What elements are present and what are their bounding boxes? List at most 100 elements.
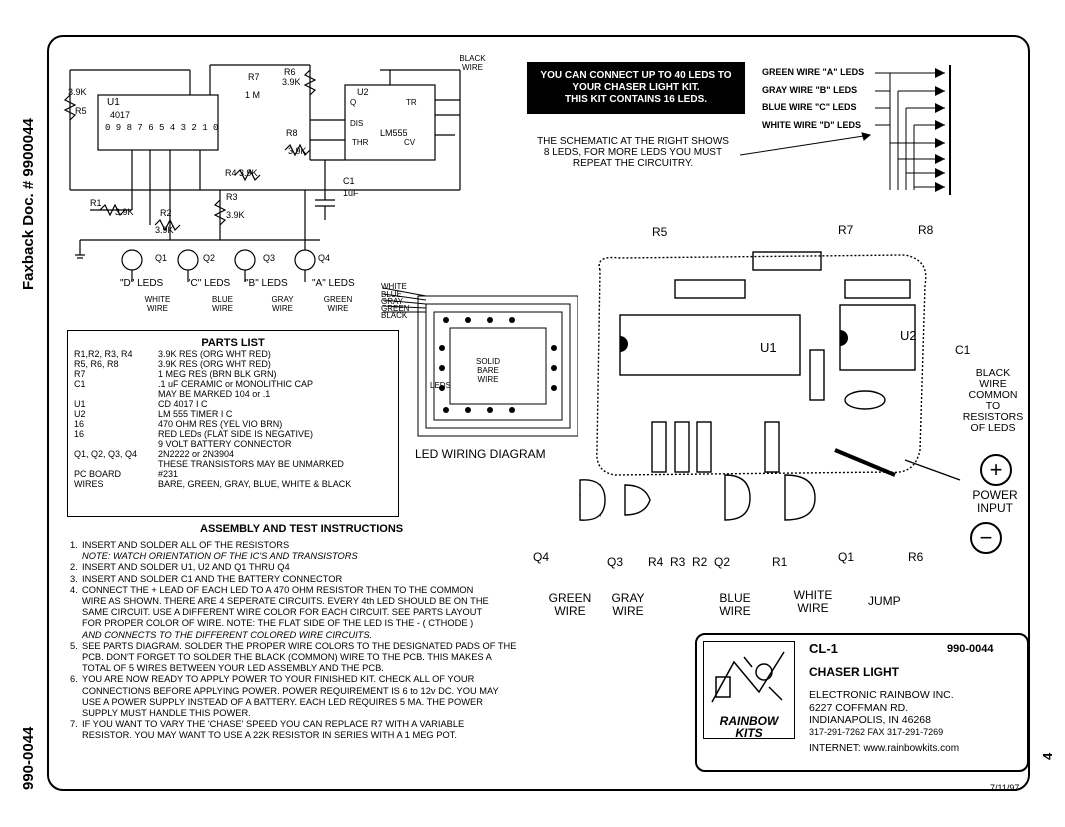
parts-row: U2 LM 555 TIMER I C (68, 409, 398, 419)
instruction-line: 7. IF YOU WANT TO VARY THE 'CHASE' SPEED … (70, 719, 560, 730)
parts-row: U1 CD 4017 I C (68, 399, 398, 409)
part-description: 3.9K RES (ORG WHT RED) (158, 359, 271, 369)
logo-line: KITS (735, 726, 763, 740)
part-designator: U1 (74, 399, 86, 409)
note-line: THE SCHEMATIC AT THE RIGHT SHOWS (537, 136, 729, 147)
parts-row: 9 VOLT BATTERY CONNECTOR (68, 439, 398, 449)
instruction-text: INSERT AND SOLDER C1 AND THE BATTERY CON… (82, 573, 343, 584)
instruction-number: 2. (70, 562, 78, 573)
part-description: .1 uF CERAMIC or MONOLITHIC CAP (158, 379, 314, 389)
doc-number-side: 990-0044 (20, 726, 37, 790)
plus-terminal: + (980, 454, 1012, 486)
instruction-line: 5.SEE PARTS DIAGRAM. SOLDER THE PROPER W… (70, 641, 560, 652)
parts-row: 16 RED LEDs (FLAT SIDE IS NEGATIVE) (68, 429, 398, 439)
part-designator: 16 (74, 429, 85, 439)
instruction-text: INSERT AND SOLDER ALL OF THE RESISTORS (82, 540, 290, 550)
logo-drawing-icon (711, 651, 785, 703)
instruction-number: 5. (70, 640, 78, 651)
instruction-line: FOR PROPER COLOR OF WIRE. NOTE: THE FLAT… (70, 618, 560, 629)
address-line-1: 6227 COFFMAN RD. (809, 702, 909, 714)
pcb-r2: R2 (692, 555, 708, 569)
instruction-line: RESISTOR. YOU MAY WANT TO USE A 22K RESI… (70, 730, 560, 741)
part-designator (68, 459, 158, 469)
pin-cv: CV (404, 138, 416, 147)
part-designator: U2 (74, 409, 86, 419)
part-description: 9 VOLT BATTERY CONNECTOR (158, 439, 292, 449)
page-border (47, 35, 1030, 791)
led-capacity-notice: YOU CAN CONNECT UP TO 40 LEDS TO YOUR CH… (527, 62, 745, 114)
instruction-number: 1. (70, 540, 78, 550)
schematic-note: THE SCHEMATIC AT THE RIGHT SHOWS 8 LEDS,… (528, 136, 738, 169)
power-input: POWER INPUT (972, 488, 1018, 515)
faxback-label: Faxback Doc. # 9900044 (20, 118, 37, 290)
logo-line: RAINBOW (719, 714, 779, 728)
instruction-line: 6.YOU ARE NOW READY TO APPLY POWER TO YO… (70, 674, 560, 685)
part-description: CD 4017 I C (158, 399, 208, 409)
led-input-green: GREEN (381, 304, 410, 313)
black-wire-common: BLACK WIRE COMMON TO RESISTORS OF LEDS (962, 367, 1024, 434)
pcb-r5: R5 (652, 225, 668, 239)
assembly-instructions: 1. INSERT AND SOLDER ALL OF THE RESISTORS… (70, 540, 560, 742)
black-wire-label: BLACK WIRE (459, 54, 486, 72)
q2-label: Q2 (203, 253, 216, 263)
part-designator: 16 (74, 419, 85, 429)
instruction-text: PCB. DON'T FORGET TO SOLDER THE BLACK (C… (82, 652, 492, 663)
r1-value: 3.9K (115, 207, 134, 217)
part-designator: R7 (74, 369, 86, 379)
notice-line: YOUR CHASER LIGHT KIT. (572, 82, 700, 93)
part-description: THESE TRANSISTORS MAY BE UNMARKED (158, 459, 344, 469)
part-designator: PC BOARD (74, 469, 122, 479)
rainbow-kits-logo (703, 641, 795, 739)
instruction-text: IF YOU WANT TO VARY THE 'CHASE' SPEED YO… (82, 719, 465, 730)
r1-label: R1 (90, 198, 102, 208)
instruction-line: 1. INSERT AND SOLDER ALL OF THE RESISTORS (70, 540, 560, 551)
pcb-r7: R7 (838, 223, 854, 237)
instruction-text: NOTE: WATCH ORIENTATION OF THE IC'S AND … (82, 551, 358, 562)
pcb-r3: R3 (670, 555, 686, 569)
instruction-number: 4. (70, 584, 78, 595)
led-input-white: WHITE (381, 282, 407, 291)
part-description: 2N2222 or 2N3904 (158, 449, 235, 459)
led-input-blue: BLUE (381, 290, 402, 299)
wire-label-white: WHITE WIRE "D" LEDS (762, 120, 862, 130)
note-line: 8 LEDS, FOR MORE LEDS YOU MUST (543, 147, 723, 158)
pcb-jump: JUMP (868, 594, 901, 608)
r6-label: R6 (284, 67, 296, 77)
model-number: CL-1 (809, 641, 838, 656)
parts-row: MAY BE MARKED 104 or .1 (68, 389, 398, 399)
pcb-q4: Q4 (533, 550, 550, 564)
leds-label: LEDS (430, 381, 451, 390)
instruction-number: 7. (70, 719, 78, 730)
part-description: RED LEDs (FLAT SIDE IS NEGATIVE) (158, 429, 314, 439)
pcb-q3: Q3 (607, 555, 624, 569)
part-designator: C1 (74, 379, 86, 389)
r2-label: R2 (160, 208, 172, 218)
instruction-line: NOTE: WATCH ORIENTATION OF THE IC'S AND … (70, 551, 560, 562)
internet-url: INTERNET: www.rainbowkits.com (809, 743, 960, 754)
solid-bare-wire: SOLID BARE WIRE (475, 357, 500, 384)
svg-text:0 9 8 7 6 5 4 3 2 1 0: 0 9 8 7 6 5 4 3 2 1 0 (105, 123, 218, 133)
logo-text: RAINBOW KITS (709, 715, 789, 739)
instruction-text: FOR PROPER COLOR OF WIRE. NOTE: THE FLAT… (82, 618, 474, 629)
r5-label: R5 (75, 106, 87, 116)
instruction-text: RESISTOR. YOU MAY WANT TO USE A 22K RESI… (82, 730, 457, 741)
u2-label: U2 (357, 87, 369, 97)
instruction-text: AND CONNECTS TO THE DIFFERENT COLORED WI… (82, 629, 373, 640)
instruction-text: SUPPLY MUST HANDLE THIS POWER. (82, 708, 251, 719)
blue-wire-label: BLUE WIRE (212, 295, 233, 313)
c-leds: "C" LEDS (187, 278, 231, 289)
pcb-c1: C1 (955, 343, 971, 357)
part-designator: WIRES (74, 479, 104, 489)
pin-q: Q (350, 98, 357, 107)
instruction-text: INSERT AND SOLDER U1, U2 AND Q1 THRU Q4 (82, 562, 290, 573)
part-number: 990-0044 (947, 643, 994, 655)
part-description: LM 555 TIMER I C (158, 409, 233, 419)
c1-value: 1uF (343, 188, 359, 198)
instruction-line: CONNECTIONS BEFORE APPLYING POWER. POWER… (70, 686, 560, 697)
